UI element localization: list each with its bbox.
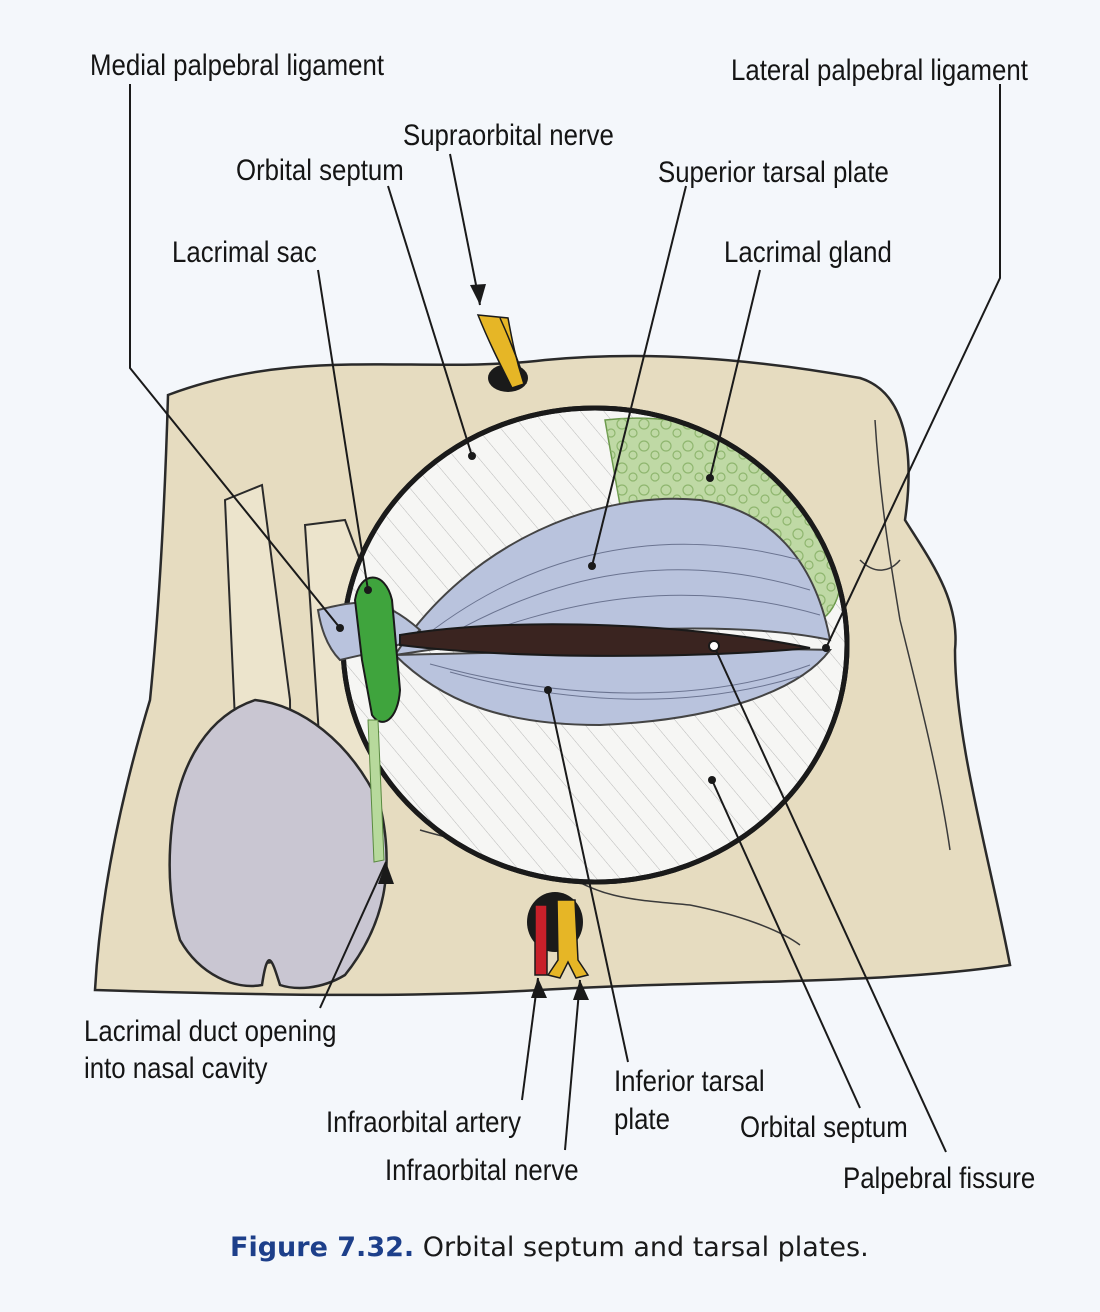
label-lacrimal-duct-line1: Lacrimal duct opening bbox=[84, 1015, 337, 1048]
pointer-lateral-ligament bbox=[825, 84, 1001, 649]
pointer-lacrimal-gland bbox=[709, 269, 761, 479]
label-medial-palpebral-ligament: Medial palpebral ligament bbox=[90, 49, 385, 82]
palpebral-fissure-shape bbox=[399, 623, 811, 657]
label-palpebral-fissure: Palpebral fissure bbox=[843, 1162, 1036, 1195]
pointer-infraorbital-nerve bbox=[564, 979, 581, 1151]
figure-number: Figure 7.32. bbox=[230, 1232, 415, 1263]
pointer-medial-ligament bbox=[129, 84, 341, 629]
label-lacrimal-duct-line2: into nasal cavity bbox=[84, 1052, 268, 1085]
label-orbital-septum-top: Orbital septum bbox=[236, 154, 404, 187]
pointer-palpebral-fissure bbox=[713, 645, 947, 1153]
label-lacrimal-gland: Lacrimal gland bbox=[724, 236, 892, 269]
pointer-orbital-septum-top bbox=[387, 185, 473, 457]
bone-edge bbox=[874, 419, 951, 851]
label-orbital-septum-bottom: Orbital septum bbox=[740, 1111, 908, 1144]
pointer-infraorbital-artery bbox=[521, 977, 539, 1101]
pointer-lacrimal-sac bbox=[317, 269, 369, 591]
label-superior-tarsal-plate: Superior tarsal plate bbox=[658, 156, 889, 189]
pointer-superior-tarsal bbox=[591, 185, 687, 567]
nasal-cavity bbox=[168, 698, 388, 990]
label-inferior-tarsal-line2: plate bbox=[614, 1103, 670, 1136]
label-infraorbital-artery: Infraorbital artery bbox=[326, 1106, 522, 1139]
label-supraorbital-nerve: Supraorbital nerve bbox=[403, 119, 614, 152]
pointer-orbital-septum-bottom bbox=[711, 779, 861, 1109]
bone-edge-2 bbox=[859, 559, 901, 571]
supraorbital-nerve-shape bbox=[476, 314, 525, 389]
figure-caption: Figure 7.32. Orbital septum and tarsal p… bbox=[230, 1232, 869, 1263]
pointer-inferior-tarsal bbox=[547, 689, 629, 1063]
infraorbital-nerve-shape bbox=[546, 899, 590, 979]
label-infraorbital-nerve: Infraorbital nerve bbox=[385, 1154, 579, 1187]
label-lateral-palpebral-ligament: Lateral palpebral ligament bbox=[731, 54, 1028, 87]
pointer-supraorbital-nerve bbox=[449, 153, 481, 306]
label-inferior-tarsal-line1: Inferior tarsal bbox=[614, 1065, 765, 1098]
label-lacrimal-sac: Lacrimal sac bbox=[172, 236, 317, 269]
pointer-lacrimal-duct bbox=[319, 861, 387, 1009]
infraorbital-artery-shape bbox=[534, 904, 548, 976]
caption-text: Orbital septum and tarsal plates. bbox=[414, 1232, 869, 1263]
nasolacrimal-duct bbox=[367, 719, 385, 863]
